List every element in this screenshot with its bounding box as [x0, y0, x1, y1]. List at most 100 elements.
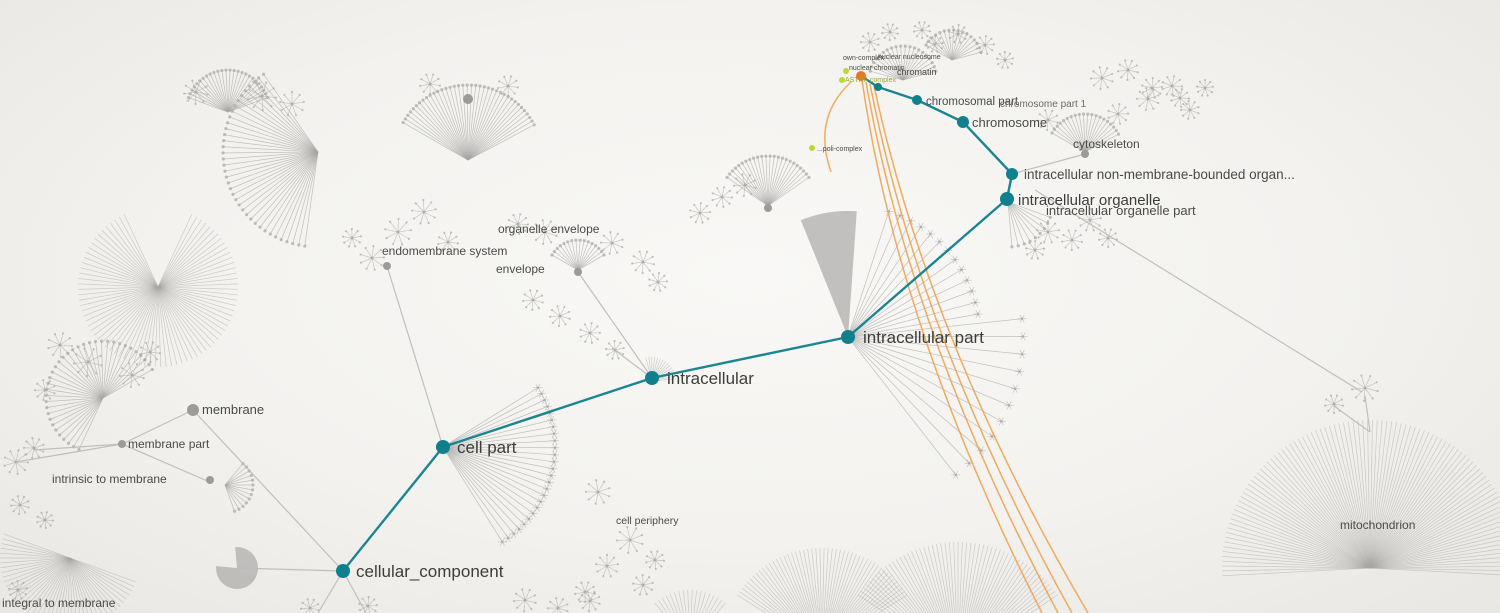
fan-tip-dot: [45, 406, 49, 410]
label-chromosome[interactable]: chromosome: [972, 115, 1047, 130]
label-own-complex: own-complex: [843, 55, 885, 62]
label-endomembrane-system[interactable]: endomembrane system: [382, 244, 507, 258]
mini-cluster: [12, 499, 21, 506]
label-intracellular-organelle[interactable]: intracellular organelle: [1018, 192, 1161, 209]
node-membrane-part[interactable]: [118, 440, 126, 448]
mini-cluster-tip: [427, 221, 430, 225]
node-chromosome[interactable]: [957, 116, 969, 128]
fan-spoke: [467, 85, 477, 161]
node-intrinsic-to-membrane[interactable]: [206, 476, 214, 484]
mini-cluster-tip: [1187, 117, 1190, 120]
fan-spoke: [224, 479, 253, 486]
mini-cluster-tip: [590, 341, 594, 344]
mini-cluster-tip: [158, 352, 162, 355]
node-search-hit-2[interactable]: [839, 77, 845, 83]
node-search-hit-1[interactable]: [843, 68, 849, 74]
mini-cluster-tip: [921, 36, 924, 40]
node-nucleosome[interactable]: [874, 83, 882, 91]
fan-spoke: [577, 245, 596, 271]
fan-spoke: [1285, 446, 1371, 569]
fan-spoke: [1250, 479, 1371, 569]
mini-cluster: [1166, 77, 1173, 87]
fan-tip-dot: [1105, 119, 1110, 123]
label-cytoskeleton[interactable]: cytoskeleton: [1073, 137, 1140, 151]
node-intracellular[interactable]: [645, 371, 659, 385]
mini-cluster: [1142, 85, 1153, 89]
fan-spoke: [81, 262, 159, 288]
mini-cluster-tip: [397, 217, 400, 221]
mini-cluster-tip: [1036, 119, 1040, 122]
mini-cluster: [1108, 110, 1119, 115]
node-search-hit-3[interactable]: [809, 145, 815, 151]
mini-cluster-tip: [537, 306, 540, 310]
mini-cluster: [360, 254, 373, 259]
mini-cluster: [366, 257, 373, 269]
node-cluster-b[interactable]: [463, 94, 473, 104]
label-intracellular-organelle-part[interactable]: intracellular organelle part: [1046, 203, 1196, 218]
label-astra-complex: ASTRA complex: [845, 77, 896, 84]
node-membrane[interactable]: [187, 404, 199, 416]
fan-spoke: [442, 446, 555, 463]
node-intracellular-non-membrane-bounded-organelle[interactable]: [1006, 168, 1018, 180]
label-cell-periphery[interactable]: cell periphery: [616, 515, 679, 527]
label-organelle-envelope[interactable]: organelle envelope: [498, 222, 600, 236]
fan-spoke: [1297, 438, 1371, 569]
label-envelope[interactable]: envelope: [496, 262, 545, 276]
node-endomembrane-system[interactable]: [383, 262, 391, 270]
label-cellular-component[interactable]: cellular_component: [356, 562, 504, 581]
mini-cluster-tip: [748, 174, 751, 177]
label-membrane[interactable]: membrane: [202, 402, 264, 417]
mini-cluster-tip: [891, 23, 895, 26]
label-cell-part[interactable]: cell part: [457, 438, 517, 457]
fan-spoke: [665, 595, 675, 613]
label-intrinsic-to-membrane[interactable]: intrinsic to membrane: [52, 472, 167, 486]
node-cluster-a[interactable]: [764, 204, 772, 212]
fan-spoke: [962, 542, 972, 613]
mini-cluster: [423, 211, 435, 218]
fan-spoke: [123, 286, 159, 360]
fan-spoke: [915, 549, 940, 613]
fan-spoke: [1066, 118, 1086, 153]
mini-cluster-tip: [279, 100, 282, 104]
label-integral-to-membrane[interactable]: integral to membrane: [2, 596, 116, 610]
label-chromosome-part-1[interactable]: chromosome part 1: [1000, 99, 1087, 110]
label-intracellular-part[interactable]: intracellular part: [863, 328, 984, 347]
mini-cluster-tip: [1062, 233, 1065, 236]
mini-cluster-tip: [272, 87, 275, 90]
fan-tip-burst-dot: [517, 527, 521, 531]
fan-tip-dot: [522, 109, 527, 113]
node-cell-part[interactable]: [436, 440, 450, 454]
fan-tip-dot: [881, 50, 885, 54]
fan-spoke: [223, 140, 319, 153]
label-chromosomal-part[interactable]: chromosomal part: [926, 96, 1019, 108]
label-intracellular-non-membrane-bounded-organ[interactable]: intracellular non-membrane-bounded organ…: [1024, 167, 1295, 182]
node-envelope[interactable]: [574, 268, 582, 276]
mini-cluster: [1139, 91, 1149, 100]
mini-cluster: [508, 219, 519, 225]
fan-spoke: [1281, 449, 1371, 569]
node-intracellular-part[interactable]: [841, 330, 855, 344]
node-chromatin-selected[interactable]: [856, 71, 866, 81]
mini-cluster-tip: [1132, 76, 1136, 80]
mini-cluster-tip: [1157, 79, 1161, 82]
node-cytoskeleton[interactable]: [1081, 150, 1089, 158]
label-mitochondrion[interactable]: mitochondrion: [1340, 518, 1415, 532]
mini-cluster: [517, 223, 526, 232]
mini-cluster-tip: [534, 223, 537, 226]
node-chromosomal-part[interactable]: [912, 95, 922, 105]
fan-spoke: [1369, 430, 1425, 569]
label-membrane-part[interactable]: membrane part: [128, 437, 210, 451]
fan-spoke: [708, 597, 719, 613]
mini-cluster: [632, 261, 644, 264]
fan-spoke: [1310, 432, 1371, 569]
mini-cluster-tip: [12, 510, 15, 513]
mini-cluster-tip: [645, 561, 648, 564]
mini-cluster-tip: [959, 41, 962, 44]
node-cellular-component[interactable]: [336, 564, 350, 578]
mini-cluster: [627, 539, 631, 553]
label-intracellular[interactable]: intracellular: [667, 369, 754, 388]
fan-tip-dot: [279, 237, 283, 242]
mini-cluster-tip: [711, 192, 714, 195]
node-intracellular-organelle[interactable]: [1000, 192, 1014, 206]
